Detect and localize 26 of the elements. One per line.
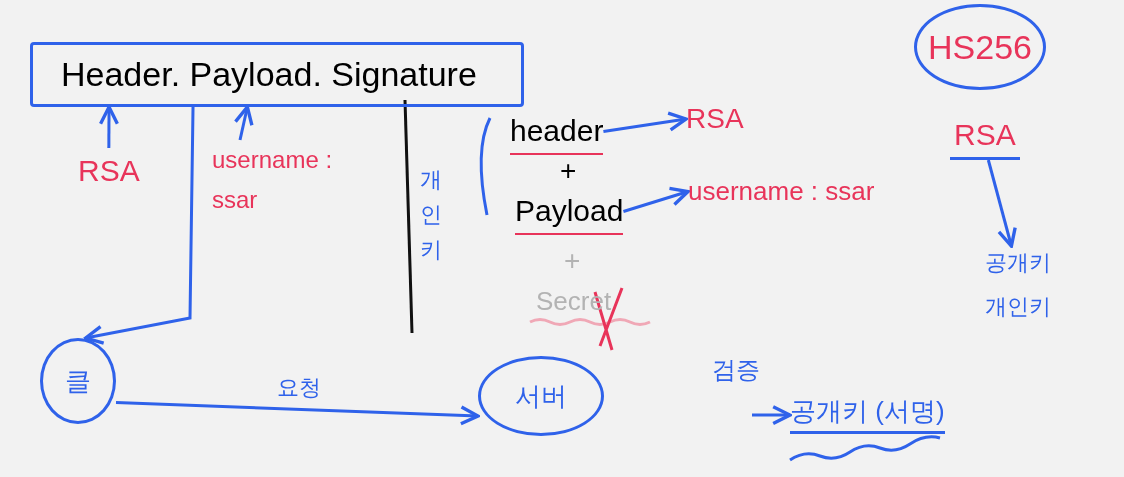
arrow: [622, 186, 690, 213]
private-key-text: 개인키: [420, 162, 442, 268]
header-text: header: [510, 108, 604, 155]
plus-sign: +: [560, 154, 577, 188]
algorithm-text: RSA: [950, 112, 1020, 160]
arrow: [83, 106, 195, 345]
algorithm-text: RSA: [78, 148, 140, 193]
arrow: [233, 105, 254, 141]
algorithm-ellipse: HS256: [914, 4, 1046, 90]
arrow: [986, 159, 1017, 248]
public-key-text: 공개키 (서명): [790, 392, 945, 434]
arrow: [752, 405, 792, 426]
verification-text: 검증: [712, 352, 760, 388]
client-circle: 클: [40, 338, 116, 424]
public-key-text: 공개키: [985, 246, 1051, 279]
jwt-structure-box: Header. Payload. Signature: [30, 42, 524, 107]
claim-text: username : ssar: [688, 172, 875, 211]
algorithm-text: RSA: [686, 98, 744, 140]
claim-text: username : ssar: [212, 140, 352, 220]
private-key-text: 개인키: [985, 290, 1051, 323]
arrow: [115, 401, 480, 426]
plus-sign: +: [564, 244, 581, 278]
arrow: [603, 111, 688, 133]
payload-text: Payload: [515, 188, 624, 235]
server-circle: 서버: [478, 356, 604, 436]
arrow: [98, 105, 120, 148]
